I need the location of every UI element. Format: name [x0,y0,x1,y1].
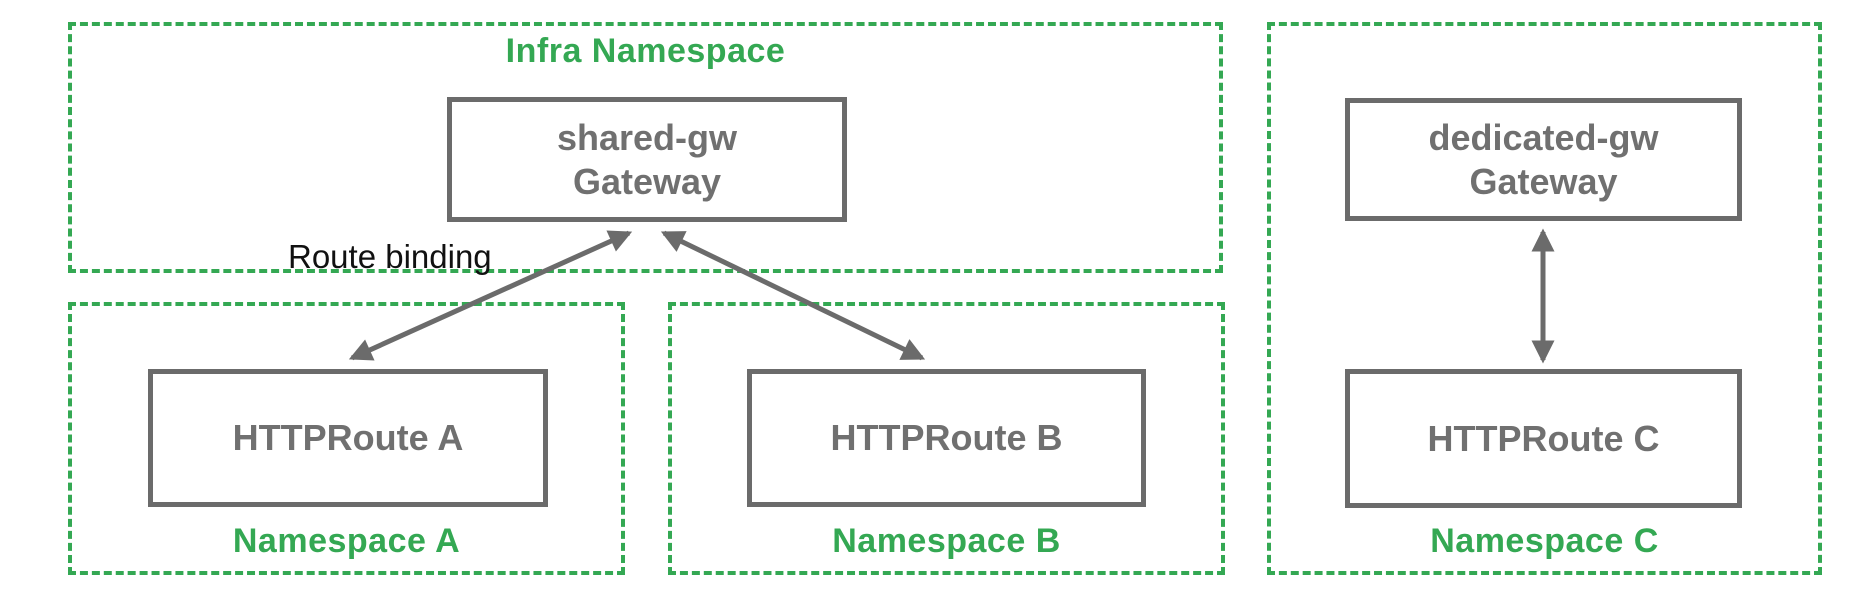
namespace-a-group: Namespace A [68,302,625,575]
namespace-c-label: Namespace C [1430,522,1659,560]
infra-namespace-group: Infra Namespace [68,22,1223,273]
httproute-a-node: HTTPRoute A [148,369,548,507]
httproute-c-label: HTTPRoute C [1427,417,1660,459]
namespace-b-label: Namespace B [832,522,1061,560]
dedicated-gw-name: dedicated-gw [1428,116,1659,158]
shared-gw-gateway-node: shared-gw Gateway [447,97,847,222]
dedicated-gw-kind: Gateway [1469,160,1618,202]
shared-gw-name: shared-gw [556,116,738,158]
shared-gw-kind: Gateway [572,160,722,202]
route-binding-edge-label: Route binding [288,238,492,275]
httproute-b-node: HTTPRoute B [747,369,1146,507]
dedicated-gw-gateway-node: dedicated-gw Gateway [1345,98,1742,221]
httproute-a-label: HTTPRoute A [232,417,464,459]
namespace-a-label: Namespace A [232,522,461,560]
httproute-c-node: HTTPRoute C [1345,369,1742,508]
namespace-c-group: Namespace C [1267,22,1822,575]
namespace-b-group: Namespace B [668,302,1225,575]
httproute-b-label: HTTPRoute B [830,417,1063,459]
infra-namespace-label: Infra Namespace [505,32,786,70]
